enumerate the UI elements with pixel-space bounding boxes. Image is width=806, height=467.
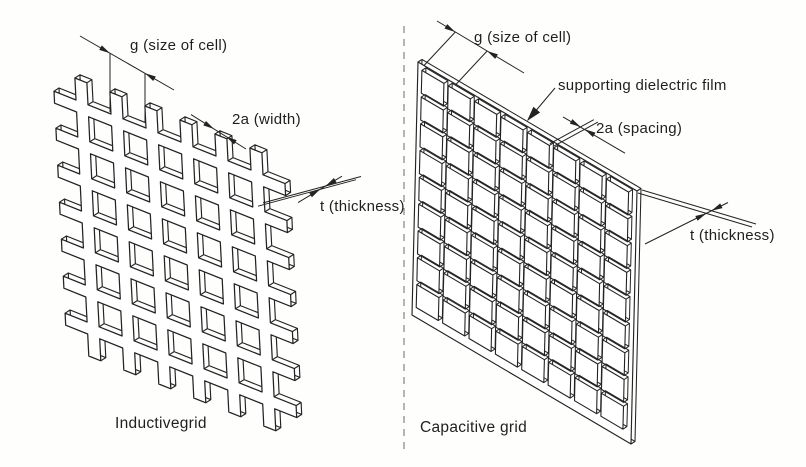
label-dielectric-film: supporting dielectric film <box>558 77 727 94</box>
dimension-lines <box>79 20 757 245</box>
label-inductive-thickness: t (thickness) <box>320 198 405 215</box>
inductive-grid-drawing <box>53 74 303 432</box>
label-inductive-cell-size: g (size of cell) <box>130 37 227 54</box>
label-capacitive-thickness: t (thickness) <box>690 227 775 244</box>
label-capacitive-spacing: 2a (spacing) <box>596 120 682 137</box>
label-inductive-width: 2a (width) <box>232 111 301 128</box>
capacitive-grid-drawing <box>411 58 642 445</box>
caption-capacitive-grid: Capacitive grid <box>420 419 527 436</box>
caption-inductive-grid: Inductivegrid <box>115 415 207 432</box>
label-capacitive-cell-size: g (size of cell) <box>474 29 571 46</box>
